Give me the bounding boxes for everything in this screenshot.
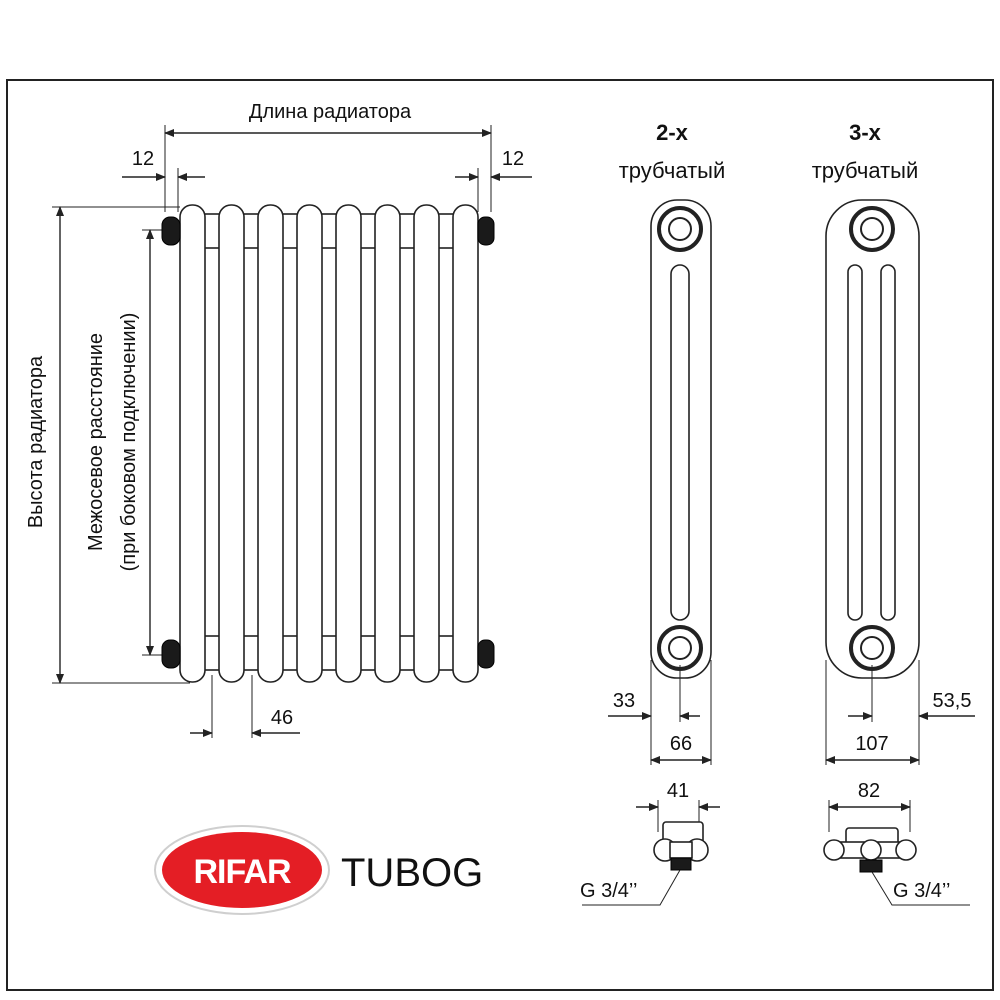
tube-6 <box>374 204 401 683</box>
tube-1 <box>179 204 206 683</box>
three-tube-thread-leader <box>871 871 970 906</box>
three-tube-bottom-port-inner <box>860 636 884 660</box>
three-tube-depth-label: 107 <box>855 733 888 755</box>
two-tube-subtitle: трубчатый <box>619 158 726 183</box>
two-tube-thread-leader <box>582 869 681 906</box>
length-label: Длина радиатора <box>249 101 412 123</box>
two-tube-thread-label: G 3/4’’ <box>580 880 637 902</box>
two-tube-top-port-inner <box>668 217 692 241</box>
three-tube-view: 3-х трубчатый 53,5 107 82 <box>812 120 975 906</box>
tube-5 <box>335 204 362 683</box>
three-tube-thread-label: G 3/4’’ <box>893 880 950 902</box>
drawing-frame <box>6 79 994 991</box>
tube-3 <box>257 204 284 683</box>
two-tube-bottom-port-inner <box>668 636 692 660</box>
tube-8 <box>452 204 479 683</box>
three-tube-connection-ring-left <box>823 839 845 861</box>
two-tube-nipple-label: 41 <box>667 780 689 802</box>
tube-2 <box>218 204 245 683</box>
plug-top-right <box>477 216 495 246</box>
front-view: Длина радиатора 12 12 Высота радиатора М… <box>25 101 532 738</box>
two-tube-title: 2-х <box>656 120 689 145</box>
radiator-tubes <box>179 204 479 683</box>
three-tube-nipple-label: 82 <box>858 780 880 802</box>
pitch-label: 46 <box>271 707 293 729</box>
three-tube-connection-top-view <box>823 827 917 873</box>
center-distance-label-line2: (при боковом подключении) <box>118 313 140 572</box>
two-tube-connection-top-view <box>653 821 709 871</box>
two-tube-connection-nipple <box>670 857 692 871</box>
plug-bottom-left <box>161 639 181 669</box>
three-tube-section-outline <box>825 199 920 679</box>
logo-text: RIFAR <box>194 853 291 891</box>
center-distance-label-line1: Межосевое расстояние <box>85 333 107 551</box>
three-tube-connection-nipple <box>859 859 883 873</box>
three-tube-connection-ring-center <box>860 839 882 861</box>
plug-top-left <box>161 216 181 246</box>
three-tube-slot-left <box>847 264 863 621</box>
tube-7 <box>413 204 440 683</box>
left-offset-label: 12 <box>132 148 154 170</box>
three-tube-top-port-inner <box>860 217 884 241</box>
three-tube-connection-ring-right <box>895 839 917 861</box>
right-offset-label: 12 <box>502 148 524 170</box>
two-tube-offset-label: 33 <box>613 690 635 712</box>
tube-4 <box>296 204 323 683</box>
three-tube-subtitle: трубчатый <box>812 158 919 183</box>
two-tube-connection-bridge <box>669 841 693 859</box>
rifar-logo <box>162 832 322 908</box>
model-name: TUBOG <box>341 851 483 895</box>
height-label: Высота радиатора <box>25 355 47 528</box>
three-tube-offset-label: 53,5 <box>933 690 972 712</box>
two-tube-depth-label: 66 <box>670 733 692 755</box>
plug-bottom-right <box>477 639 495 669</box>
two-tube-view: 2-х трубчатый 33 66 41 G <box>580 120 726 906</box>
three-tube-title: 3-х <box>849 120 882 145</box>
three-tube-slot-right <box>880 264 896 621</box>
brand-block: RIFAR TUBOG <box>154 825 483 915</box>
two-tube-slot <box>670 264 690 621</box>
